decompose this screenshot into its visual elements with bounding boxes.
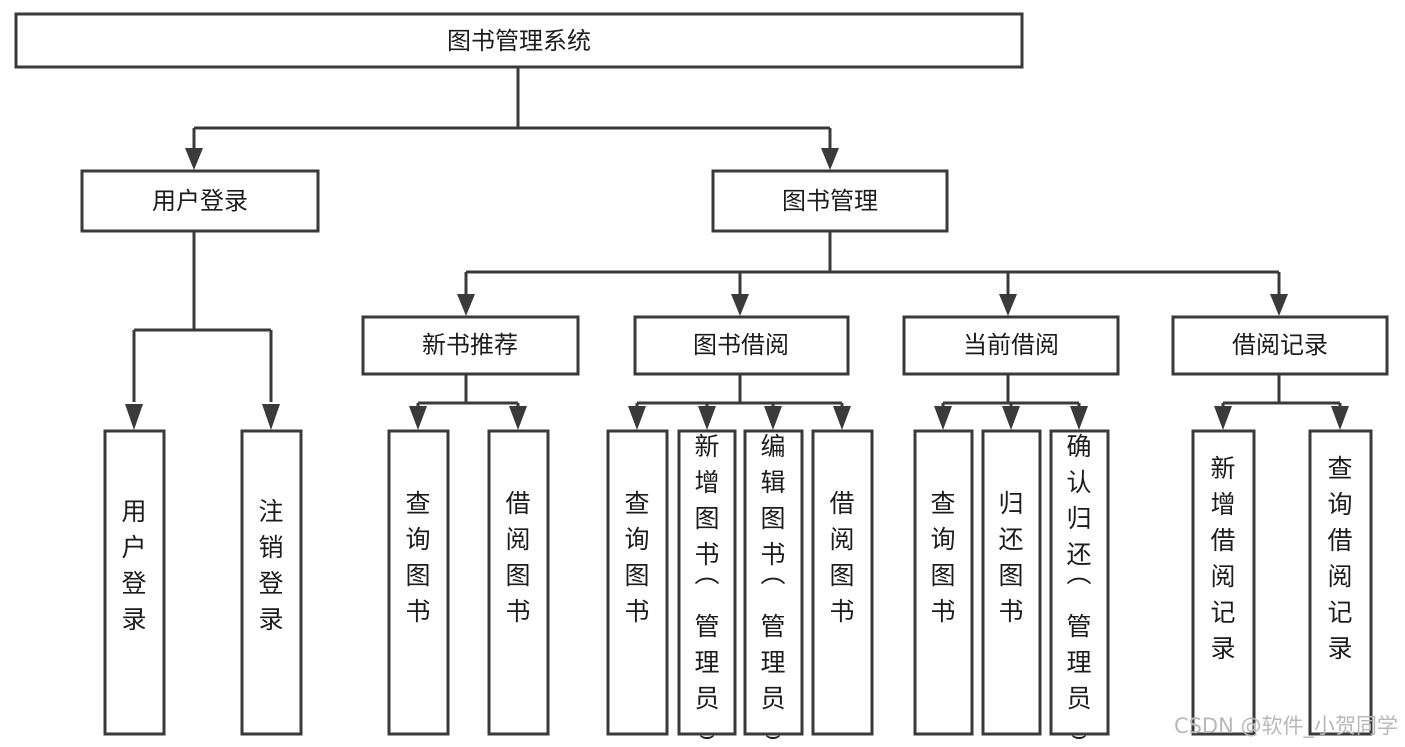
arrow-head-leaf-bb-4 (833, 406, 851, 430)
arrow-head-leaf-user-login-1 (125, 404, 143, 430)
node-current-borrow[interactable]: 当前借阅 (902, 315, 1120, 376)
leaf-book-borrow-3-label: 编辑图书⌒管理员⌣ (760, 432, 785, 747)
leaf-node[interactable]: 查询图书 (387, 429, 450, 736)
node-root-system-label: 图书管理系统 (447, 27, 591, 55)
leaf-book-borrow-3-box[interactable] (743, 429, 804, 736)
arrow-head-leaf-user-login-2 (262, 404, 280, 430)
node-new-book-recommend-box[interactable] (361, 315, 580, 376)
leaf-user-login-2-label: 注销登录 (258, 497, 283, 634)
node-book-borrow-box[interactable] (633, 315, 850, 376)
leaf-current-borrow-3-box[interactable] (1049, 429, 1110, 736)
node-book-management-box[interactable] (711, 169, 949, 233)
arrow-head-borrow-record (1270, 294, 1288, 316)
leaf-book-borrow-4-box[interactable] (811, 429, 874, 736)
arrow-head-user-login (185, 148, 203, 170)
arrow-head-book-borrow (731, 294, 749, 316)
leaf-book-borrow-2-label: 新增图书⌒管理员⌣ (694, 432, 719, 747)
node-book-management[interactable]: 图书管理 (711, 169, 949, 233)
leaf-new-book-recommend-2-label: 借阅图书 (505, 489, 530, 626)
arrow-head-leaf-br-1 (1214, 406, 1232, 430)
leaf-new-book-recommend-2-box[interactable] (487, 429, 550, 736)
leaf-book-borrow-4-label: 借阅图书 (829, 489, 854, 626)
leaf-borrow-record-2-label: 查询借阅记录 (1327, 454, 1352, 663)
arrow-head-leaf-br-2 (1331, 406, 1349, 430)
node-book-management-label: 图书管理 (782, 187, 878, 215)
node-current-borrow-box[interactable] (902, 315, 1120, 376)
leaf-node[interactable]: 新增图书⌒管理员⌣ (677, 429, 737, 747)
leaf-new-book-recommend-1-label: 查询图书 (405, 489, 430, 626)
csdn-watermark: CSDN @软件_小贺同学 (1174, 714, 1398, 739)
leaf-book-borrow-1-box[interactable] (606, 429, 669, 736)
arrow-head-leaf-cb-3 (1070, 406, 1088, 430)
leaf-borrow-record-1-box[interactable] (1191, 429, 1256, 736)
node-root-system-box[interactable] (14, 12, 1024, 69)
leaf-node[interactable]: 借阅图书 (487, 429, 550, 736)
leaf-node[interactable]: 归还图书 (981, 429, 1042, 736)
leaf-borrow-record-2-box[interactable] (1308, 429, 1373, 736)
arrow-head-leaf-bb-3 (764, 406, 782, 430)
leaf-node[interactable]: 借阅图书 (811, 429, 874, 736)
node-borrow-record[interactable]: 借阅记录 (1171, 315, 1389, 376)
node-new-book-recommend[interactable]: 新书推荐 (361, 315, 580, 376)
arrow-head-book-management (821, 148, 839, 170)
leaf-current-borrow-3-label: 确认归还⌒管理员⌣ (1066, 432, 1091, 747)
leaf-node[interactable]: 新增借阅记录 (1191, 429, 1256, 736)
arrow-head-leaf-nbr-2 (509, 406, 527, 430)
leaf-book-borrow-2-box[interactable] (677, 429, 737, 736)
leaf-user-login-1-box[interactable] (103, 429, 166, 736)
node-user-login[interactable]: 用户登录 (80, 169, 320, 233)
arrow-head-leaf-cb-1 (934, 406, 952, 430)
arrow-head-new-book-recommend (457, 294, 475, 316)
leaf-user-login-1-label: 用户登录 (121, 497, 146, 634)
node-borrow-record-box[interactable] (1171, 315, 1389, 376)
node-borrow-record-label: 借阅记录 (1232, 331, 1328, 359)
leaf-node[interactable]: 用户登录 (103, 429, 166, 736)
leaf-user-login-2-box[interactable] (240, 429, 303, 736)
arrow-head-leaf-nbr-1 (409, 406, 427, 430)
leaf-current-borrow-1-label: 查询图书 (930, 489, 955, 626)
leaf-node[interactable]: 注销登录 (240, 429, 303, 736)
node-book-borrow[interactable]: 图书借阅 (633, 315, 850, 376)
connector-layer (125, 67, 1349, 430)
arrow-head-leaf-bb-1 (628, 406, 646, 430)
leaf-new-book-recommend-1-box[interactable] (387, 429, 450, 736)
node-user-login-label: 用户登录 (152, 187, 248, 215)
node-user-login-box[interactable] (80, 169, 320, 233)
leaf-node[interactable]: 查询图书 (606, 429, 669, 736)
arrow-head-leaf-bb-2 (698, 406, 716, 430)
leaf-node[interactable]: 查询借阅记录 (1308, 429, 1373, 736)
node-current-borrow-label: 当前借阅 (963, 331, 1059, 359)
arrow-head-current-borrow (999, 294, 1017, 316)
node-book-borrow-label: 图书借阅 (693, 331, 789, 359)
leaf-node[interactable]: 查询图书 (913, 429, 974, 736)
leaf-book-borrow-1-label: 查询图书 (624, 489, 649, 626)
leaf-current-borrow-1-box[interactable] (913, 429, 974, 736)
node-new-book-recommend-label: 新书推荐 (422, 331, 518, 359)
leaf-node[interactable]: 确认归还⌒管理员⌣ (1049, 429, 1110, 747)
node-root-system[interactable]: 图书管理系统 (14, 12, 1024, 69)
arrow-head-leaf-cb-2 (1002, 406, 1020, 430)
leaf-current-borrow-2-label: 归还图书 (998, 489, 1023, 626)
leaf-node[interactable]: 编辑图书⌒管理员⌣ (743, 429, 804, 747)
leaf-current-borrow-2-box[interactable] (981, 429, 1042, 736)
leaf-borrow-record-1-label: 新增借阅记录 (1210, 454, 1235, 663)
